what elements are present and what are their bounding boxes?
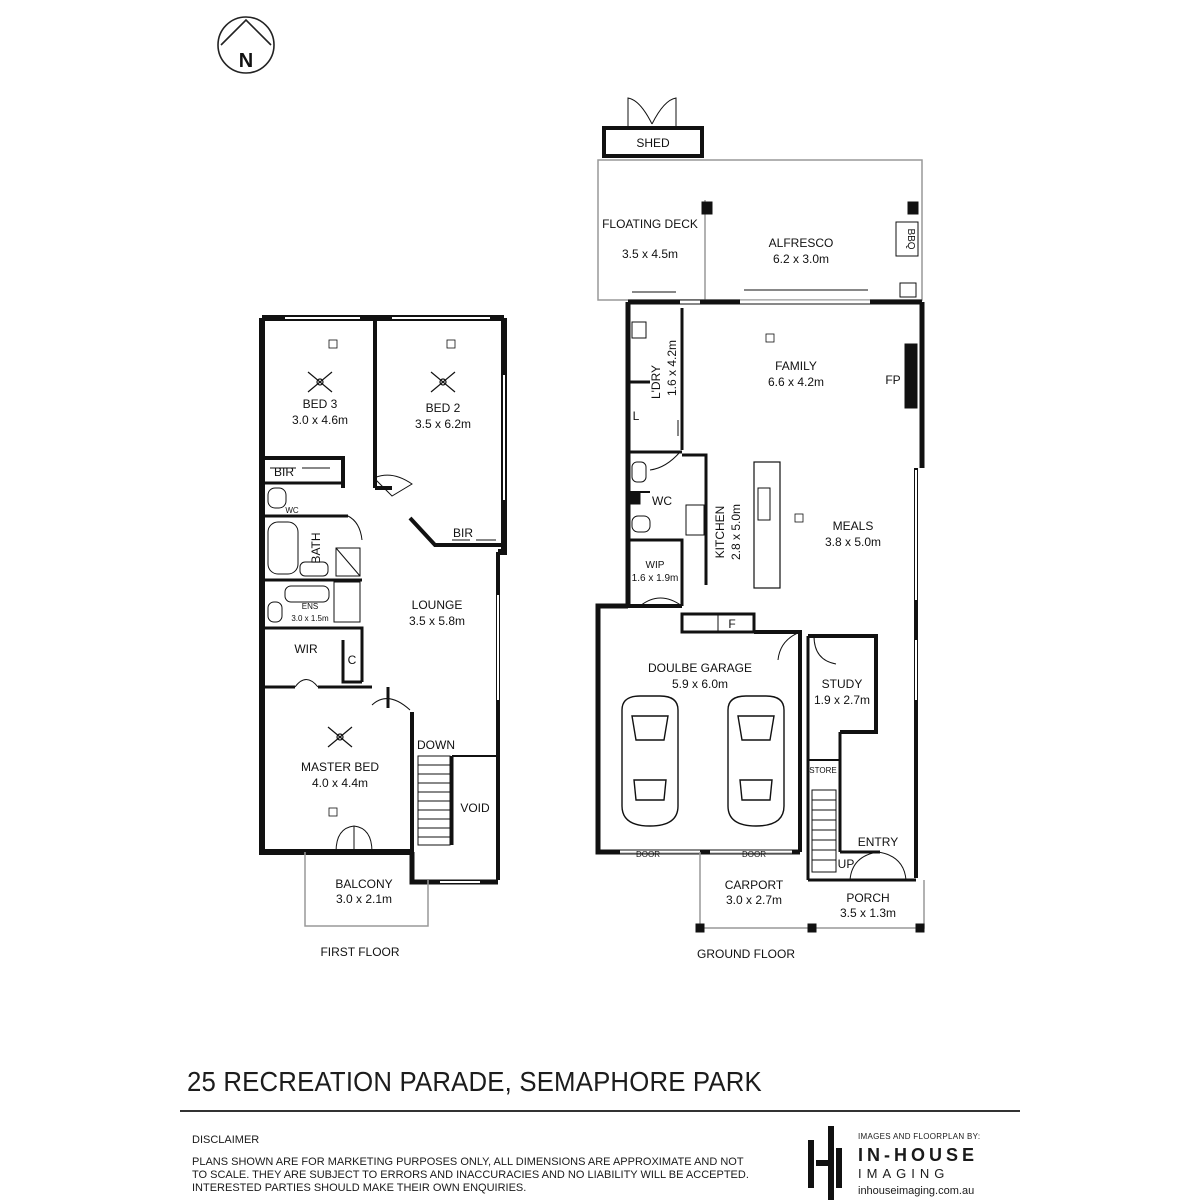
room-wip-size: 1.6 x 1.9m xyxy=(632,573,679,584)
label-entry: ENTRY xyxy=(858,835,898,849)
label-up: UP xyxy=(838,857,855,871)
label-down: DOWN xyxy=(417,738,455,752)
logo-url[interactable]: inhouseimaging.com.au xyxy=(858,1185,975,1197)
room-garage-name: DOULBE GARAGE xyxy=(648,661,752,675)
label-bbq: BBQ xyxy=(905,228,916,249)
label-shed: SHED xyxy=(636,136,670,150)
label-wir: WIR xyxy=(294,642,318,656)
room-bed2-size: 3.5 x 6.2m xyxy=(415,417,471,431)
room-family-name: FAMILY xyxy=(775,359,817,373)
property-address: 25 RECREATION PARADE, SEMAPHORE PARK xyxy=(187,1066,762,1097)
room-deck-size: 3.5 x 4.5m xyxy=(622,247,678,261)
room-bed3-name: BED 3 xyxy=(303,397,338,411)
label-door-1: DOOR xyxy=(636,850,660,859)
label-wc: WC xyxy=(285,506,299,515)
divider xyxy=(180,1110,1020,1112)
label-door-2: DOOR xyxy=(742,850,766,859)
room-wip-name: WIP xyxy=(646,560,665,571)
first-floor-labels: BED 3 3.0 x 4.6m BED 2 3.5 x 6.2m LOUNGE… xyxy=(274,397,490,959)
disclaimer-text: PLANS SHOWN ARE FOR MARKETING PURPOSES O… xyxy=(192,1156,749,1194)
room-ldry-name: L'DRY xyxy=(649,365,663,399)
label-bir-1: BIR xyxy=(274,465,294,479)
logo-name: IN-HOUSE xyxy=(858,1145,979,1165)
label-l: L xyxy=(633,409,640,423)
disclaimer-heading: DISCLAIMER xyxy=(192,1134,260,1146)
label-bir-2: BIR xyxy=(453,526,473,540)
room-meals-name: MEALS xyxy=(833,519,874,533)
room-ldry-size: 1.6 x 4.2m xyxy=(665,340,679,396)
label-void: VOID xyxy=(460,801,490,815)
north-arrow-icon: N xyxy=(217,16,275,74)
room-study-name: STUDY xyxy=(822,677,863,691)
room-family-size: 6.6 x 4.2m xyxy=(768,375,824,389)
room-ens-size: 3.0 x 1.5m xyxy=(291,614,329,623)
room-lounge-name: LOUNGE xyxy=(412,598,463,612)
room-alfresco-name: ALFRESCO xyxy=(769,236,834,250)
first-floor-plan xyxy=(259,315,507,927)
floor-ground-label: GROUND FLOOR xyxy=(697,947,795,961)
room-bed3-size: 3.0 x 4.6m xyxy=(292,413,348,427)
room-meals-size: 3.8 x 5.0m xyxy=(825,535,881,549)
room-garage-size: 5.9 x 6.0m xyxy=(672,677,728,691)
label-fp: FP xyxy=(885,373,900,387)
room-porch-name: PORCH xyxy=(846,891,889,905)
room-kitchen-size: 2.8 x 5.0m xyxy=(729,504,743,560)
room-balcony-size: 3.0 x 2.1m xyxy=(336,892,392,906)
room-carport-name: CARPORT xyxy=(725,878,784,892)
room-alfresco-size: 6.2 x 3.0m xyxy=(773,252,829,266)
room-deck-name: FLOATING DECK xyxy=(602,217,698,231)
label-f: F xyxy=(728,617,735,631)
logo-sub: IMAGING xyxy=(858,1166,950,1181)
label-c: C xyxy=(348,653,357,667)
ground-floor-plan xyxy=(595,97,925,933)
room-bed2-name: BED 2 xyxy=(426,401,461,415)
label-store: STORE xyxy=(809,766,836,775)
label-bath: BATH xyxy=(309,532,323,563)
room-lounge-size: 3.5 x 5.8m xyxy=(409,614,465,628)
room-porch-size: 3.5 x 1.3m xyxy=(840,906,896,920)
room-master-name: MASTER BED xyxy=(301,760,379,774)
logo-caption: IMAGES AND FLOORPLAN BY: xyxy=(858,1132,981,1141)
room-kitchen-name: KITCHEN xyxy=(713,506,727,559)
in-house-logo-mark-icon xyxy=(808,1126,842,1200)
room-carport-size: 3.0 x 2.7m xyxy=(726,893,782,907)
label-wc-ground: WC xyxy=(652,494,672,508)
ground-floor-labels: SHED FLOATING DECK 3.5 x 4.5m ALFRESCO 6… xyxy=(602,136,916,961)
room-master-size: 4.0 x 4.4m xyxy=(312,776,368,790)
room-ens-name: ENS xyxy=(302,602,318,611)
room-study-size: 1.9 x 2.7m xyxy=(814,693,870,707)
north-label: N xyxy=(239,50,253,72)
room-balcony-name: BALCONY xyxy=(335,877,392,891)
floor-first-label: FIRST FLOOR xyxy=(320,945,399,959)
